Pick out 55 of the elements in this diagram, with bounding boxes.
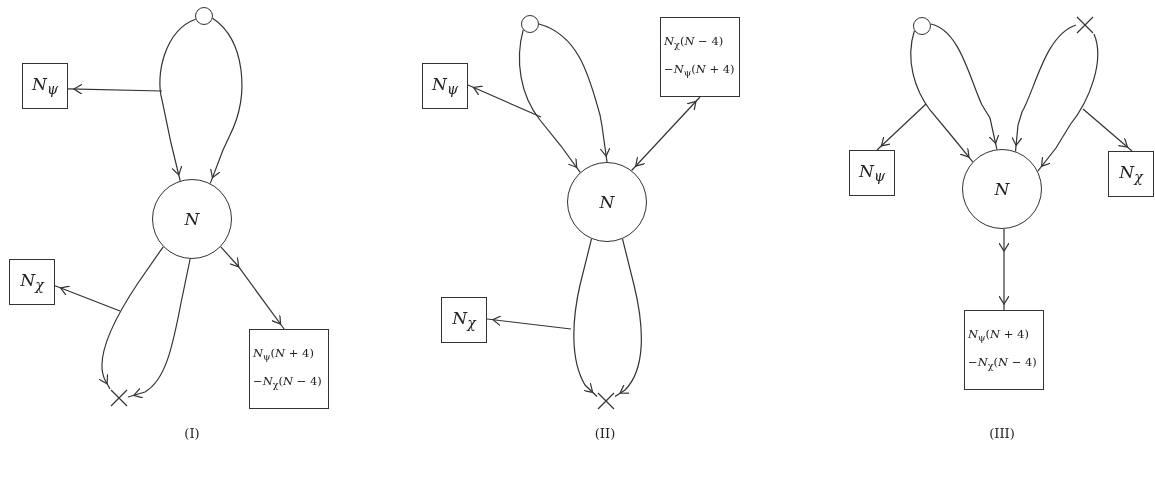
symbol-text: N bbox=[184, 209, 200, 229]
cross-marker bbox=[597, 392, 615, 410]
arrow bbox=[518, 29, 581, 173]
flavor-box bbox=[849, 150, 895, 196]
expression-box bbox=[660, 17, 740, 97]
panel-label: (III) bbox=[989, 426, 1015, 441]
formula-text: −N$_{χ}$(N − 4) bbox=[968, 354, 1037, 374]
expression-box bbox=[964, 310, 1044, 390]
symbol-text: N bbox=[599, 192, 615, 212]
arrow bbox=[67, 83, 163, 95]
flavor-box bbox=[9, 259, 55, 305]
arrow bbox=[876, 103, 927, 151]
arrow bbox=[127, 258, 191, 399]
cross-marker bbox=[110, 389, 128, 407]
cross-marker bbox=[1076, 16, 1094, 34]
arrow bbox=[538, 23, 611, 163]
arrow bbox=[467, 84, 542, 118]
double-arrow bbox=[631, 96, 701, 172]
arrow bbox=[486, 315, 572, 330]
formula-text: −N$_{χ}$(N − 4) bbox=[253, 373, 322, 393]
panel-label: (I) bbox=[184, 426, 200, 441]
arrow bbox=[98, 246, 164, 390]
flavor-box bbox=[441, 297, 487, 343]
arrow bbox=[999, 228, 1009, 311]
vertex-circle bbox=[195, 7, 213, 25]
arrow bbox=[573, 238, 598, 398]
flavor-box bbox=[1108, 151, 1154, 197]
vertex-circle bbox=[521, 15, 539, 33]
arrow bbox=[209, 17, 243, 184]
symbol-text: N$_{ψ}$ bbox=[859, 161, 885, 185]
arrow bbox=[1037, 33, 1099, 172]
arrow bbox=[930, 23, 1000, 150]
arrow bbox=[1011, 24, 1077, 152]
symbol-text: N bbox=[994, 179, 1010, 199]
formula-text: N$_{ψ}$(N + 4) bbox=[968, 325, 1029, 345]
symbol-text: N$_{χ}$ bbox=[452, 308, 476, 332]
symbol-text: N$_{ψ}$ bbox=[432, 74, 458, 98]
expression-box bbox=[249, 329, 329, 409]
panel-label: (II) bbox=[594, 426, 616, 441]
arrow bbox=[54, 285, 121, 312]
arrow bbox=[220, 246, 285, 330]
arrow bbox=[614, 238, 642, 398]
formula-text: N$_{χ}$(N − 4) bbox=[664, 32, 724, 52]
formula-text: N$_{ψ}$(N + 4) bbox=[253, 344, 314, 364]
flavor-box bbox=[422, 63, 468, 109]
arrow bbox=[159, 18, 197, 182]
arrow bbox=[1082, 108, 1133, 152]
formula-text: −N$_{ψ}$(N + 4) bbox=[664, 61, 735, 81]
vertex-circle bbox=[913, 17, 931, 35]
flavor-box bbox=[22, 63, 68, 109]
symbol-text: N$_{χ}$ bbox=[20, 270, 44, 294]
symbol-text: N$_{χ}$ bbox=[1119, 162, 1143, 186]
node-circle bbox=[962, 149, 1042, 229]
symbol-text: N$_{ψ}$ bbox=[32, 74, 58, 98]
arrow bbox=[910, 30, 974, 163]
